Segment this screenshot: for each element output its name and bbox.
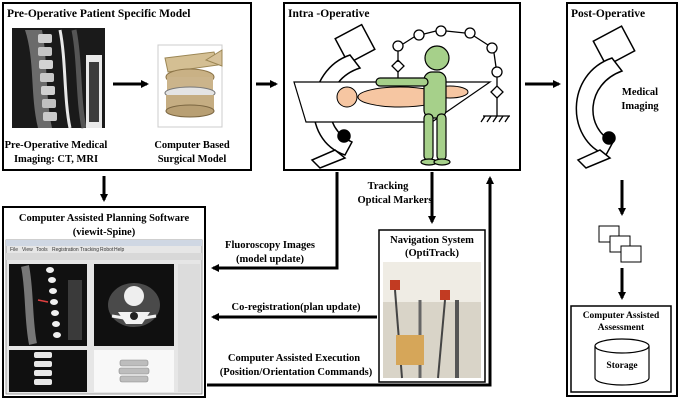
intraop-title: Intra -Operative: [288, 8, 369, 20]
intraop-panel: Intra -Operative: [283, 2, 521, 171]
planning-subtitle: (viewit-Spine): [73, 227, 136, 238]
software-screenshot: File View Tools Registration Tracking Ro…: [5, 239, 203, 395]
menu-item-help[interactable]: Help: [114, 247, 125, 253]
preop-imaging-label: Pre-Operative Medical: [5, 140, 108, 151]
c-arm-icon: [310, 23, 376, 169]
preop-panel: Pre-Operative Patient Specific Model: [2, 2, 252, 171]
menu-item-file[interactable]: File: [10, 247, 18, 253]
fluoroscopy-arrow: [211, 172, 339, 272]
assessment-title-2: Assessment: [598, 323, 645, 333]
preop-imaging-label-2: Imaging: CT, MRI: [14, 154, 98, 165]
postop-device-label: Medical: [622, 87, 658, 98]
mri-image: [12, 28, 105, 129]
postop-device-label-2: Imaging: [621, 101, 659, 112]
navigation-title: Navigation System: [390, 235, 474, 246]
menu-item-robot[interactable]: Robot: [100, 247, 114, 253]
optitrack-photo: [383, 262, 481, 379]
execution-label: Computer Assisted Execution: [228, 353, 360, 364]
storage-icon: [594, 338, 650, 386]
navigation-subtitle: (OptiTrack): [405, 248, 460, 259]
app-menu-bar: File View Tools Registration Tracking Ro…: [10, 247, 125, 253]
menu-item-view[interactable]: View: [22, 247, 33, 253]
execution-arrow: [207, 176, 494, 387]
medical-imaging-device-icon: [575, 25, 636, 169]
3d-model-view: [94, 350, 174, 392]
postop-panel: Post-Operative Medical Imaging Computer …: [566, 2, 678, 397]
surgeon-figure: [375, 45, 451, 166]
sagittal-view: [9, 264, 87, 346]
robot-arm-icon: [391, 25, 510, 123]
assessment-title: Computer Assisted: [583, 311, 660, 321]
preop-title: Pre-Operative Patient Specific Model: [7, 8, 190, 20]
axial-view: [94, 264, 174, 346]
menu-item-tracking[interactable]: Tracking: [80, 247, 99, 253]
coregistration-label: Co-registration(plan update): [231, 302, 361, 313]
preop-model-label-2: Surgical Model: [158, 154, 227, 165]
planning-panel: Computer Assisted Planning Software (vie…: [2, 206, 206, 398]
preop-model-label: Computer Based: [154, 140, 230, 151]
postop-title: Post-Operative: [571, 8, 645, 20]
navigation-panel: Navigation System (OptiTrack): [378, 229, 486, 383]
coronal-view: [9, 350, 87, 392]
planning-title: Computer Assisted Planning Software: [19, 213, 190, 224]
execution-label-2: (Position/Orientation Commands): [220, 367, 373, 378]
tracking-label-2: Optical Markers: [358, 195, 433, 206]
menu-item-registration[interactable]: Registration: [52, 247, 79, 253]
fluoroscopy-label-2: (model update): [236, 254, 304, 265]
image-stack-icon: [598, 225, 642, 263]
fluoroscopy-label: Fluoroscopy Images: [225, 240, 315, 251]
storage-label: Storage: [606, 361, 637, 371]
vertebra-model-image: [157, 44, 223, 128]
menu-item-tools[interactable]: Tools: [36, 247, 48, 253]
tracking-label: Tracking: [368, 181, 409, 192]
